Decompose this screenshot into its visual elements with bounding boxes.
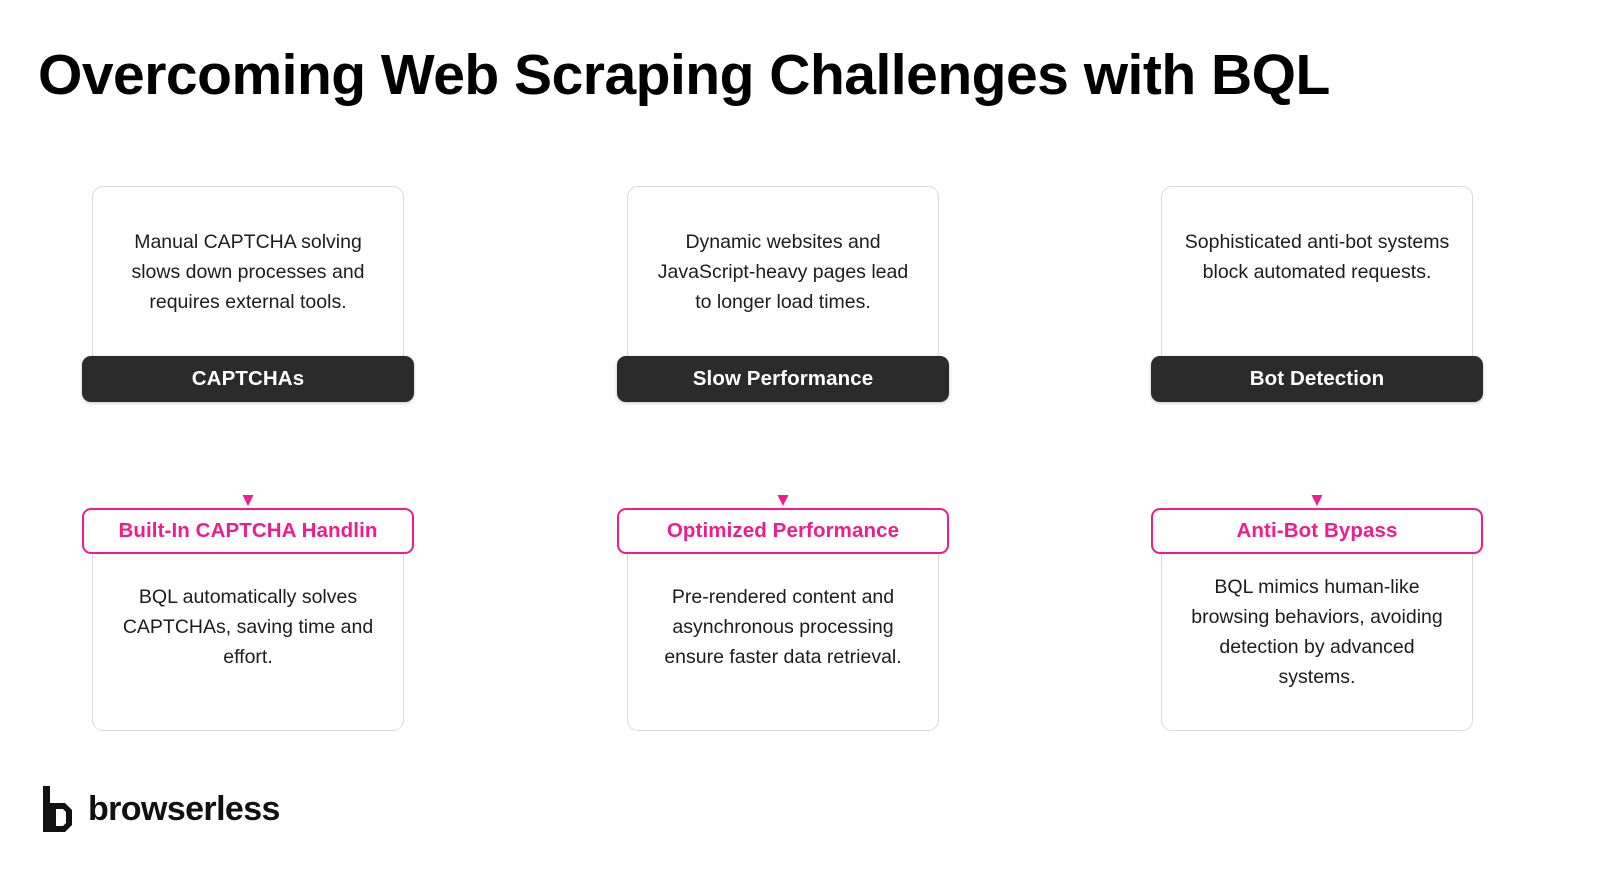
solution-card: BQL automatically solves CAPTCHAs, savin… [92, 539, 404, 731]
solution-label-badge: Anti-Bot Bypass [1151, 508, 1483, 554]
solution-description: BQL mimics human-like browsing behaviors… [1191, 576, 1443, 688]
solution-label-badge: Optimized Performance [617, 508, 949, 554]
solution-card: BQL mimics human-like browsing behaviors… [1161, 539, 1473, 731]
column-captchas: Manual CAPTCHA solving slows down proces… [82, 186, 414, 731]
problem-label-badge: CAPTCHAs [82, 356, 414, 402]
solution-label-badge: Built-In CAPTCHA Handlin [82, 508, 414, 554]
column-bot-detection: Sophisticated anti-bot systems block aut… [1151, 186, 1483, 731]
solution-description: Pre-rendered content and asynchronous pr… [664, 586, 902, 668]
problem-label-badge: Slow Performance [617, 356, 949, 402]
problem-description: Sophisticated anti-bot systems block aut… [1184, 231, 1450, 283]
arrow-connector-icon [777, 402, 789, 506]
browserless-b-logomark-icon [43, 786, 72, 832]
arrow-connector-icon [1311, 402, 1323, 506]
problem-description: Dynamic websites and JavaScript-heavy pa… [657, 231, 909, 313]
arrow-connector-icon [242, 402, 254, 506]
column-slow-performance: Dynamic websites and JavaScript-heavy pa… [617, 186, 949, 731]
problem-label-badge: Bot Detection [1151, 356, 1483, 402]
browserless-wordmark: browserless [88, 790, 280, 828]
solution-description: BQL automatically solves CAPTCHAs, savin… [122, 586, 374, 668]
problem-card: Dynamic websites and JavaScript-heavy pa… [627, 186, 939, 378]
problem-description: Manual CAPTCHA solving slows down proces… [131, 231, 365, 313]
columns-container: Manual CAPTCHA solving slows down proces… [0, 186, 1600, 731]
problem-card: Sophisticated anti-bot systems block aut… [1161, 186, 1473, 378]
problem-card: Manual CAPTCHA solving slows down proces… [92, 186, 404, 378]
browserless-logo: browserless [43, 786, 280, 832]
solution-card: Pre-rendered content and asynchronous pr… [627, 539, 939, 731]
page-title: Overcoming Web Scraping Challenges with … [38, 43, 1330, 107]
